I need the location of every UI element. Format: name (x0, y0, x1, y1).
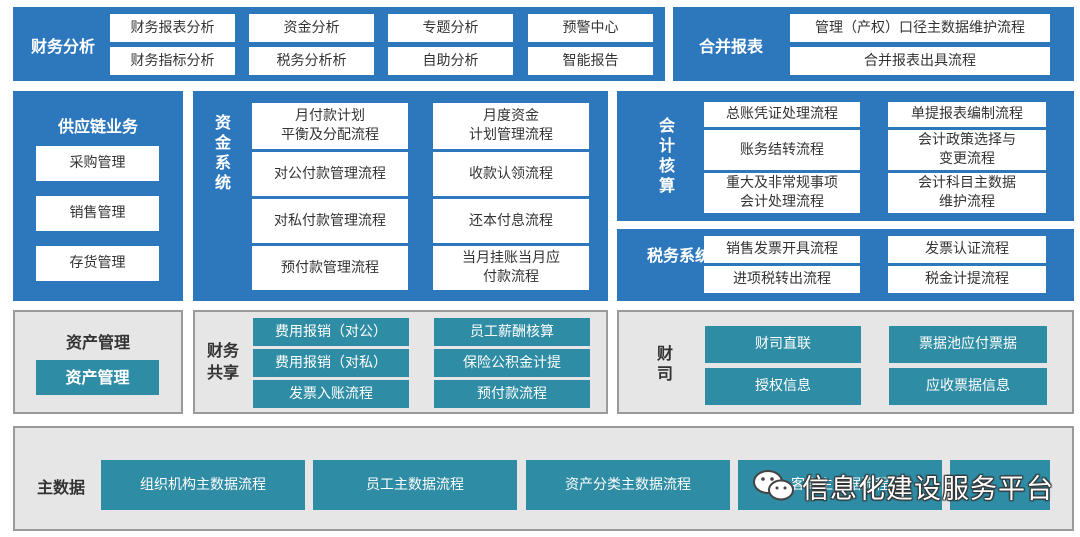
watermark-text: 信息化建设服务平台 (802, 473, 1054, 505)
consolidated-report-panel: 合并报表 管理（产权）口径主数据维护流程 合并报表出具流程 (673, 7, 1074, 81)
smart-report-box[interactable]: 智能报告 (528, 47, 653, 75)
accounting-policy-box[interactable]: 会计政策选择与 变更流程 (888, 130, 1046, 170)
insurance-fund-box[interactable]: 保险公积金计提 (434, 349, 590, 377)
employee-master-data-box[interactable]: 员工主数据流程 (313, 460, 517, 510)
watermark: 信息化建设服务平台 (752, 466, 1054, 506)
inventory-box[interactable]: 存货管理 (36, 246, 159, 281)
monthly-fund-plan-box[interactable]: 月度资金 计划管理流程 (433, 103, 589, 149)
finance-shared-title: 财务共享 (206, 341, 239, 382)
finance-company-panel: 财司 财司直联 票据池应付票据 授权信息 应收票据信息 (617, 310, 1074, 414)
asset-class-master-data-box[interactable]: 资产分类主数据流程 (526, 460, 730, 510)
tax-analysis-box[interactable]: 税务分析析 (249, 47, 374, 75)
consolidated-report-title: 合并报表 (699, 37, 764, 56)
master-data-panel: 主数据 组织机构主数据流程 员工主数据流程 资产分类主数据流程 客商主数据流程 (13, 426, 1074, 531)
asset-mgmt-panel: 资产管理 资产管理 (13, 310, 183, 414)
monthly-payment-plan-box[interactable]: 月付款计划 平衡及分配流程 (252, 103, 408, 149)
account-carryover-box[interactable]: 账务结转流程 (704, 130, 860, 170)
private-payment-box[interactable]: 对私付款管理流程 (252, 199, 408, 243)
major-matters-box[interactable]: 重大及非常规事项 会计处理流程 (704, 173, 860, 213)
repayment-box[interactable]: 还本付息流程 (433, 199, 589, 243)
input-tax-transfer-box[interactable]: 进项税转出流程 (704, 266, 860, 293)
warning-center-box[interactable]: 预警中心 (528, 14, 653, 42)
finance-shared-panel: 财务共享 费用报销（对公） 员工薪酬核算 费用报销（对私） 保险公积金计提 发票… (193, 310, 608, 414)
sales-box[interactable]: 销售管理 (36, 196, 159, 231)
report-preparation-box[interactable]: 单提报表编制流程 (888, 102, 1046, 127)
wechat-icon (753, 470, 794, 501)
org-master-data-box[interactable]: 组织机构主数据流程 (101, 460, 305, 510)
prepayment-mgmt-box[interactable]: 预付款管理流程 (252, 246, 408, 290)
asset-mgmt-box[interactable]: 资产管理 (36, 360, 159, 395)
accounting-panel: 会计核算 总账凭证处理流程 单提报表编制流程 账务结转流程 会计政策选择与 变更… (617, 91, 1074, 221)
expense-corporate-box[interactable]: 费用报销（对公） (253, 318, 409, 346)
supply-chain-panel: 供应链业务 采购管理 销售管理 存货管理 (13, 91, 183, 301)
sales-invoice-box[interactable]: 销售发票开具流程 (704, 236, 860, 263)
finance-company-title: 财司 (656, 344, 673, 383)
supply-chain-title: 供应链业务 (57, 117, 138, 136)
financial-indicator-analysis-box[interactable]: 财务指标分析 (110, 47, 235, 75)
master-data-extra-box[interactable] (950, 460, 1050, 510)
asset-mgmt-title: 资产管理 (65, 333, 130, 352)
account-master-data-box[interactable]: 会计科目主数据 维护流程 (888, 173, 1046, 213)
bill-pool-payable-box[interactable]: 票据池应付票据 (889, 326, 1047, 363)
prepayment-box[interactable]: 预付款流程 (434, 380, 590, 408)
mgmt-master-data-box[interactable]: 管理（产权）口径主数据维护流程 (790, 14, 1050, 42)
receipt-claim-box[interactable]: 收款认领流程 (433, 152, 589, 196)
treasury-panel: 资金系统 月付款计划 平衡及分配流程 月度资金 计划管理流程 对公付款管理流程 … (193, 91, 608, 301)
authorization-box[interactable]: 授权信息 (705, 368, 861, 405)
tax-panel: 税务系统 销售发票开具流程 发票认证流程 进项税转出流程 税金计提流程 (617, 229, 1074, 301)
tax-title-line1: 税务系统 (647, 246, 712, 265)
topic-analysis-box[interactable]: 专题分析 (388, 14, 513, 42)
expense-private-box[interactable]: 费用报销（对私） (253, 349, 409, 377)
self-service-analysis-box[interactable]: 自助分析 (388, 47, 513, 75)
financial-report-analysis-box[interactable]: 财务报表分析 (110, 14, 235, 42)
fund-analysis-box[interactable]: 资金分析 (249, 14, 374, 42)
consolidated-report-issue-box[interactable]: 合并报表出具流程 (790, 47, 1050, 75)
financial-analysis-panel: 财务分析 财务报表分析 资金分析 专题分析 预警中心 财务指标分析 税务分析析 … (13, 7, 665, 81)
receivable-bill-box[interactable]: 应收票据信息 (889, 368, 1047, 405)
accounting-title: 会计核算 (658, 116, 675, 195)
master-data-title: 主数据 (37, 478, 86, 497)
procurement-box[interactable]: 采购管理 (36, 146, 159, 181)
gl-voucher-box[interactable]: 总账凭证处理流程 (704, 102, 860, 127)
corporate-payment-box[interactable]: 对公付款管理流程 (252, 152, 408, 196)
invoice-verification-box[interactable]: 发票认证流程 (888, 236, 1046, 263)
invoice-posting-box[interactable]: 发票入账流程 (253, 380, 409, 408)
financial-analysis-title: 财务分析 (31, 37, 96, 56)
treasury-title: 资金系统 (214, 113, 231, 192)
finance-direct-box[interactable]: 财司直联 (705, 326, 861, 363)
payroll-box[interactable]: 员工薪酬核算 (434, 318, 590, 346)
current-month-payable-box[interactable]: 当月挂账当月应 付款流程 (433, 246, 589, 290)
tax-accrual-box[interactable]: 税金计提流程 (888, 266, 1046, 293)
